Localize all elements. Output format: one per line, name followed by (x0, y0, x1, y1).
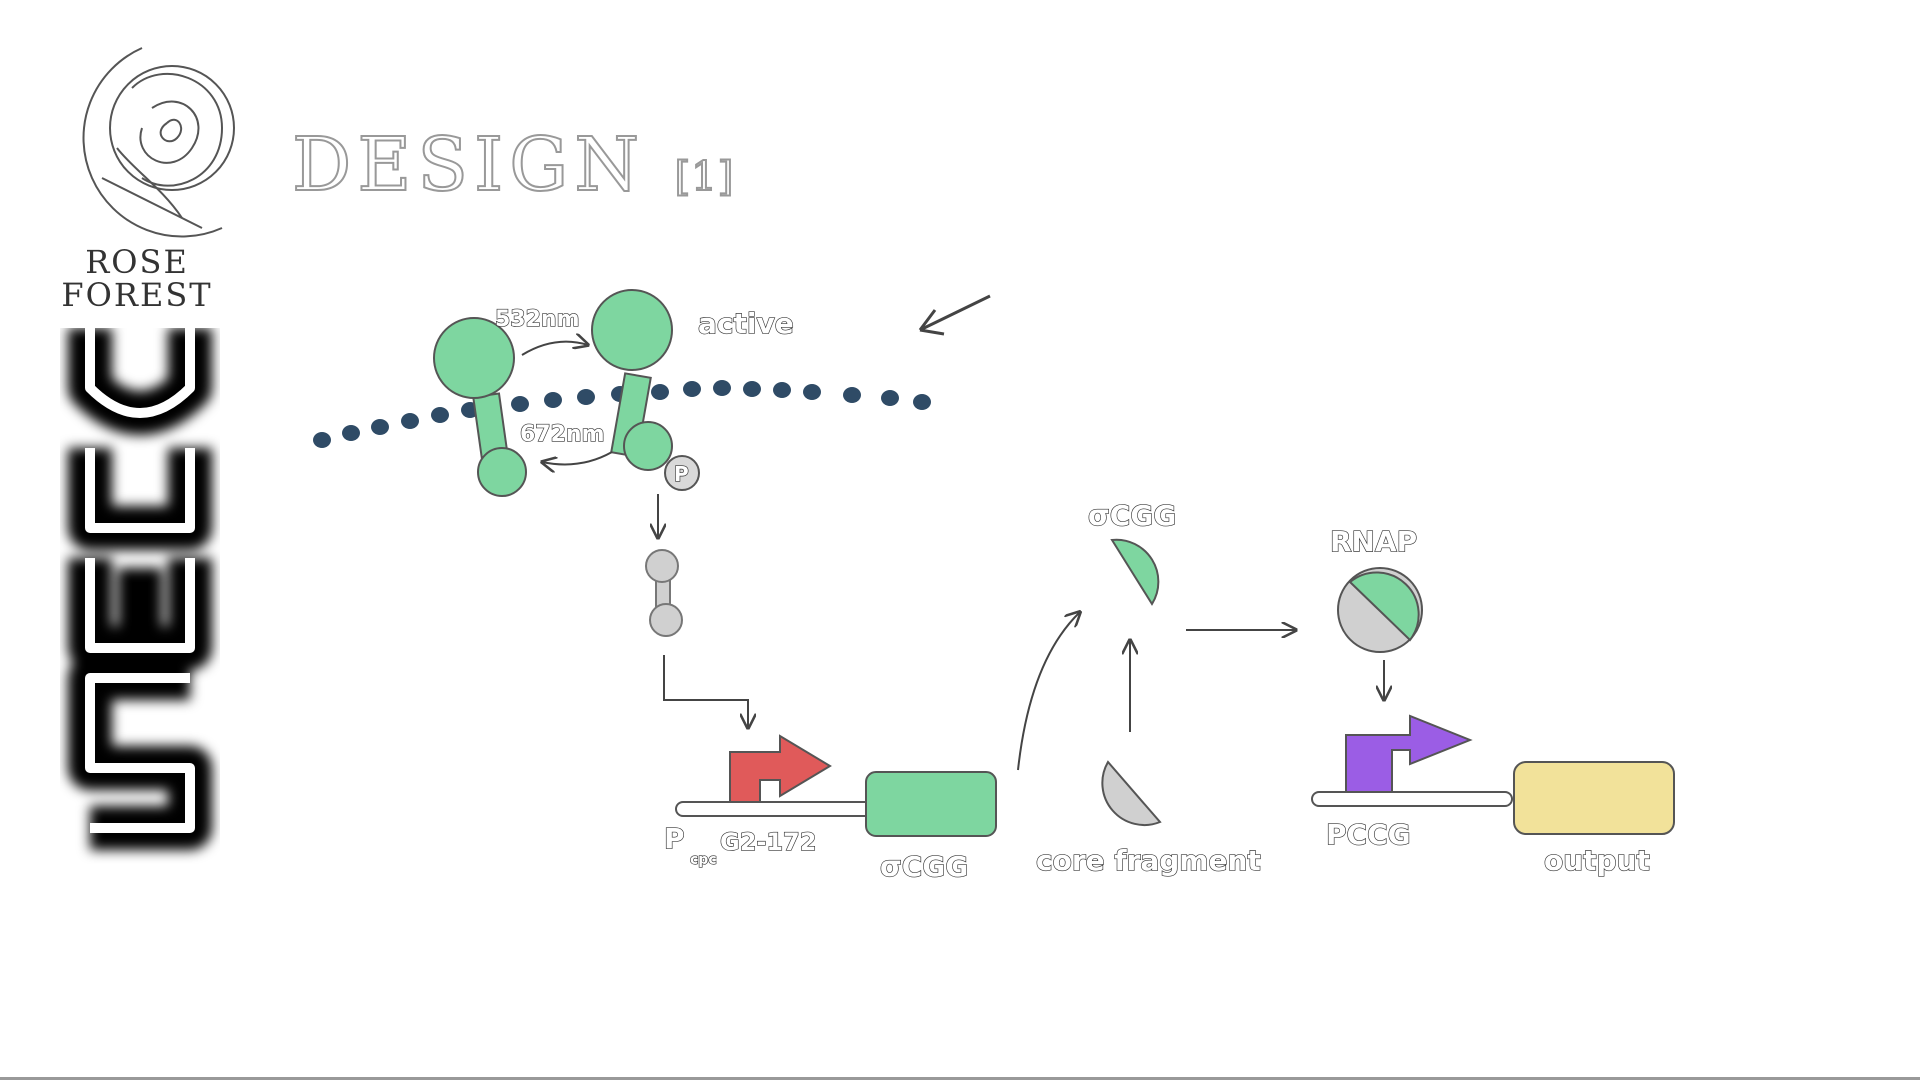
core-fragment (1101, 760, 1162, 827)
side-decorative-glyphs (68, 328, 212, 850)
rose-forest-logo (82, 47, 235, 238)
promoter-arrow-red (729, 734, 832, 803)
core-fragment-label: core fragment (1036, 844, 1261, 877)
promoter-arrow-purple (1345, 714, 1473, 793)
bottom-divider (0, 1077, 1920, 1080)
promoter-suffix: G2-172 (720, 828, 816, 856)
phosphate-circle (664, 455, 700, 491)
receptor-inactive (433, 317, 527, 497)
sigma-protein (1110, 538, 1160, 606)
sigma-protein-label: σCGG (1088, 499, 1176, 532)
output-label: output (1544, 844, 1650, 877)
arrow-gene-to-sigma (1017, 612, 1080, 771)
page-title: DESIGN [1] (291, 121, 735, 209)
rnap-holoenzyme (1337, 567, 1423, 653)
dna-backbone-2 (1311, 791, 1513, 807)
phosphate-label: P (674, 462, 689, 486)
logo-line-rose: ROSE (85, 243, 189, 281)
rnap-label: RNAP (1330, 525, 1417, 558)
promoter-subscript: cpc (690, 852, 717, 868)
active-label: active (698, 307, 794, 340)
output-gene-box (1513, 761, 1675, 835)
logo-line-forest: FOREST (61, 276, 213, 314)
logo-wordmark: ROSE FOREST (22, 246, 252, 312)
activation-arrow (663, 655, 748, 728)
pccg-label: PCCG (1326, 818, 1411, 851)
pointer-arrow (918, 294, 991, 336)
wavelength-532-label: 532nm (495, 307, 580, 332)
arrow-672nm (542, 451, 613, 464)
page-title-text: DESIGN (291, 121, 646, 209)
arrow-532nm (521, 342, 588, 356)
page-title-reference: [1] (674, 153, 735, 201)
wavelength-672-label: 672nm (520, 422, 605, 447)
receptor-active (591, 289, 700, 491)
sigma-gene-box (865, 771, 997, 837)
promoter-label: P (664, 822, 685, 855)
sigma-gene-label: σCGG (880, 850, 968, 883)
response-regulator (645, 549, 683, 637)
